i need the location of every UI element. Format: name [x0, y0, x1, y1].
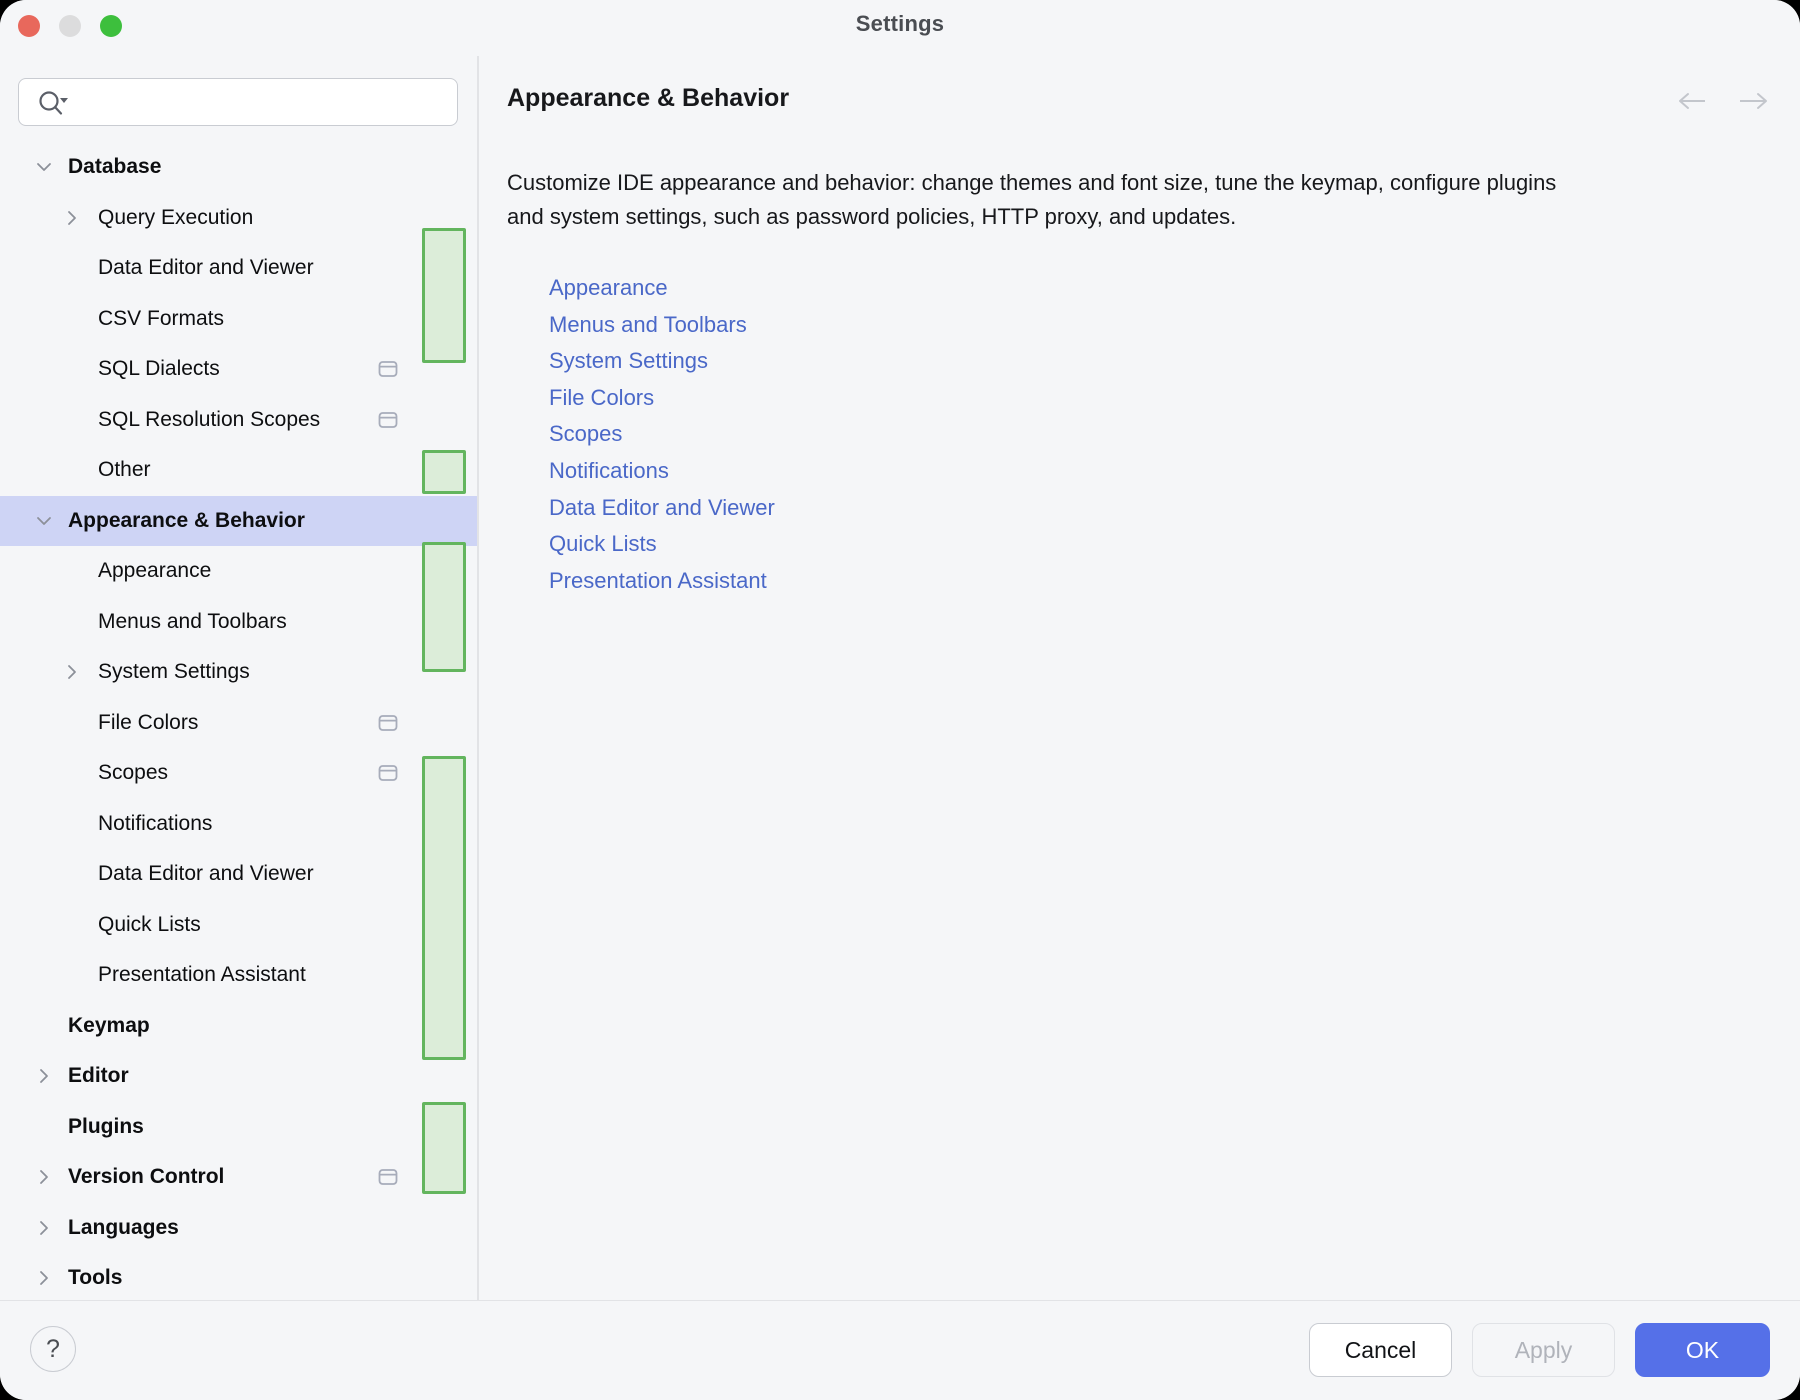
dialog-footer: ? Cancel Apply OK [0, 1300, 1800, 1400]
maximize-button[interactable] [100, 15, 122, 37]
search-icon [37, 90, 71, 116]
chevron-right-icon[interactable] [58, 204, 86, 232]
sidebar-item-plugins[interactable]: Plugins [0, 1102, 478, 1153]
sidebar-item-label: Languages [68, 1215, 179, 1239]
sidebar-item-data-editor-and-viewer[interactable]: Data Editor and Viewer [0, 243, 478, 294]
window-title: Settings [855, 11, 945, 36]
search-input[interactable] [77, 80, 447, 124]
sidebar-item-label: Keymap [68, 1013, 150, 1037]
title-bar: Settings [0, 0, 1800, 56]
help-button[interactable]: ? [30, 1326, 76, 1372]
sidebar-item-data-editor-and-viewer[interactable]: Data Editor and Viewer [0, 849, 478, 900]
sidebar-item-system-settings[interactable]: System Settings [0, 647, 478, 698]
sidebar-item-quick-lists[interactable]: Quick Lists [0, 900, 478, 951]
storage-icon[interactable] [376, 408, 400, 432]
chevron-down-icon[interactable] [30, 153, 58, 181]
sidebar-item-menus-and-toolbars[interactable]: Menus and Toolbars [0, 597, 478, 648]
search-field-wrapper [18, 78, 458, 126]
sidebar-item-languages[interactable]: Languages [0, 1203, 478, 1254]
chevron-right-icon[interactable] [30, 1062, 58, 1090]
sidebar-item-label: Data Editor and Viewer [98, 256, 314, 280]
arrow-right-icon[interactable] [1736, 84, 1770, 118]
sidebar-divider [477, 56, 479, 1300]
settings-link-data-editor-and-viewer[interactable]: Data Editor and Viewer [549, 494, 775, 520]
sidebar-item-label: Editor [68, 1064, 129, 1088]
settings-link-file-colors[interactable]: File Colors [549, 384, 655, 410]
sidebar-item-label: File Colors [98, 710, 199, 734]
sidebar-item-other[interactable]: Other [0, 445, 478, 496]
settings-main-panel: Appearance & Behavior Customize IDE appe… [479, 56, 1800, 1300]
sidebar-item-query-execution[interactable]: Query Execution [0, 193, 478, 244]
sidebar-item-appearance[interactable]: Appearance [0, 546, 478, 597]
storage-icon[interactable] [376, 761, 400, 785]
sidebar-item-sql-dialects[interactable]: SQL Dialects [0, 344, 478, 395]
sidebar-item-label: Quick Lists [98, 912, 201, 936]
sidebar-item-tools[interactable]: Tools [0, 1253, 478, 1300]
storage-icon[interactable] [376, 1165, 400, 1189]
sidebar-item-label: Notifications [98, 811, 213, 835]
chevron-right-icon[interactable] [58, 658, 86, 686]
cancel-button[interactable]: Cancel [1309, 1323, 1452, 1377]
apply-button: Apply [1472, 1323, 1615, 1377]
nav-arrows [1676, 84, 1770, 118]
sidebar-item-version-control[interactable]: Version Control [0, 1152, 478, 1203]
storage-icon[interactable] [376, 357, 400, 381]
sidebar-item-scopes[interactable]: Scopes [0, 748, 478, 799]
settings-link-scopes[interactable]: Scopes [549, 421, 623, 447]
sidebar-item-label: SQL Resolution Scopes [98, 407, 321, 431]
sidebar-item-label: Appearance & Behavior [68, 508, 305, 532]
sidebar-item-presentation-assistant[interactable]: Presentation Assistant [0, 950, 478, 1001]
arrow-left-icon[interactable] [1676, 84, 1710, 118]
sidebar-item-label: Version Control [68, 1165, 225, 1189]
sidebar-item-sql-resolution-scopes[interactable]: SQL Resolution Scopes [0, 395, 478, 446]
sidebar-item-label: Database [68, 155, 162, 179]
close-button[interactable] [18, 15, 40, 37]
sidebar-item-csv-formats[interactable]: CSV Formats [0, 294, 478, 345]
dialog-action-buttons: Cancel Apply OK [1309, 1323, 1770, 1377]
sidebar-item-database[interactable]: Database [0, 142, 478, 193]
sidebar-item-editor[interactable]: Editor [0, 1051, 478, 1102]
sidebar-item-label: Scopes [98, 761, 169, 785]
sidebar-item-label: Data Editor and Viewer [98, 862, 314, 886]
page-description: Customize IDE appearance and behavior: c… [507, 170, 1557, 229]
sidebar-item-label: Appearance [98, 559, 212, 583]
settings-link-presentation-assistant[interactable]: Presentation Assistant [549, 567, 767, 593]
settings-link-notifications[interactable]: Notifications [549, 457, 669, 483]
sidebar-item-notifications[interactable]: Notifications [0, 799, 478, 850]
page-title: Appearance & Behavior [507, 84, 790, 112]
settings-link-menus-and-toolbars[interactable]: Menus and Toolbars [549, 311, 747, 337]
sidebar-item-file-colors[interactable]: File Colors [0, 698, 478, 749]
sidebar-item-label: Other [98, 458, 151, 482]
chevron-right-icon[interactable] [30, 1214, 58, 1242]
settings-link-system-settings[interactable]: System Settings [549, 348, 708, 374]
traffic-lights [18, 15, 122, 37]
chevron-right-icon[interactable] [30, 1264, 58, 1292]
sidebar-item-label: System Settings [98, 660, 250, 684]
sidebar-item-keymap[interactable]: Keymap [0, 1001, 478, 1052]
search-box[interactable] [18, 78, 458, 126]
minimize-button[interactable] [59, 15, 81, 37]
sidebar-item-label: Tools [68, 1266, 123, 1290]
sidebar-item-label: Query Execution [98, 205, 254, 229]
ok-button[interactable]: OK [1635, 1323, 1770, 1377]
settings-link-quick-lists[interactable]: Quick Lists [549, 531, 657, 557]
storage-icon[interactable] [376, 711, 400, 735]
chevron-right-icon[interactable] [30, 1163, 58, 1191]
sidebar-item-label: Menus and Toolbars [98, 609, 287, 633]
sidebar-item-label: Presentation Assistant [98, 963, 306, 987]
sidebar-item-label: SQL Dialects [98, 357, 220, 381]
sidebar-item-label: Plugins [68, 1114, 144, 1138]
sidebar-item-label: CSV Formats [98, 306, 225, 330]
settings-link-appearance[interactable]: Appearance [549, 275, 668, 300]
sidebar-item-appearance-behavior[interactable]: Appearance & Behavior [0, 495, 478, 546]
chevron-down-icon[interactable] [30, 507, 58, 535]
